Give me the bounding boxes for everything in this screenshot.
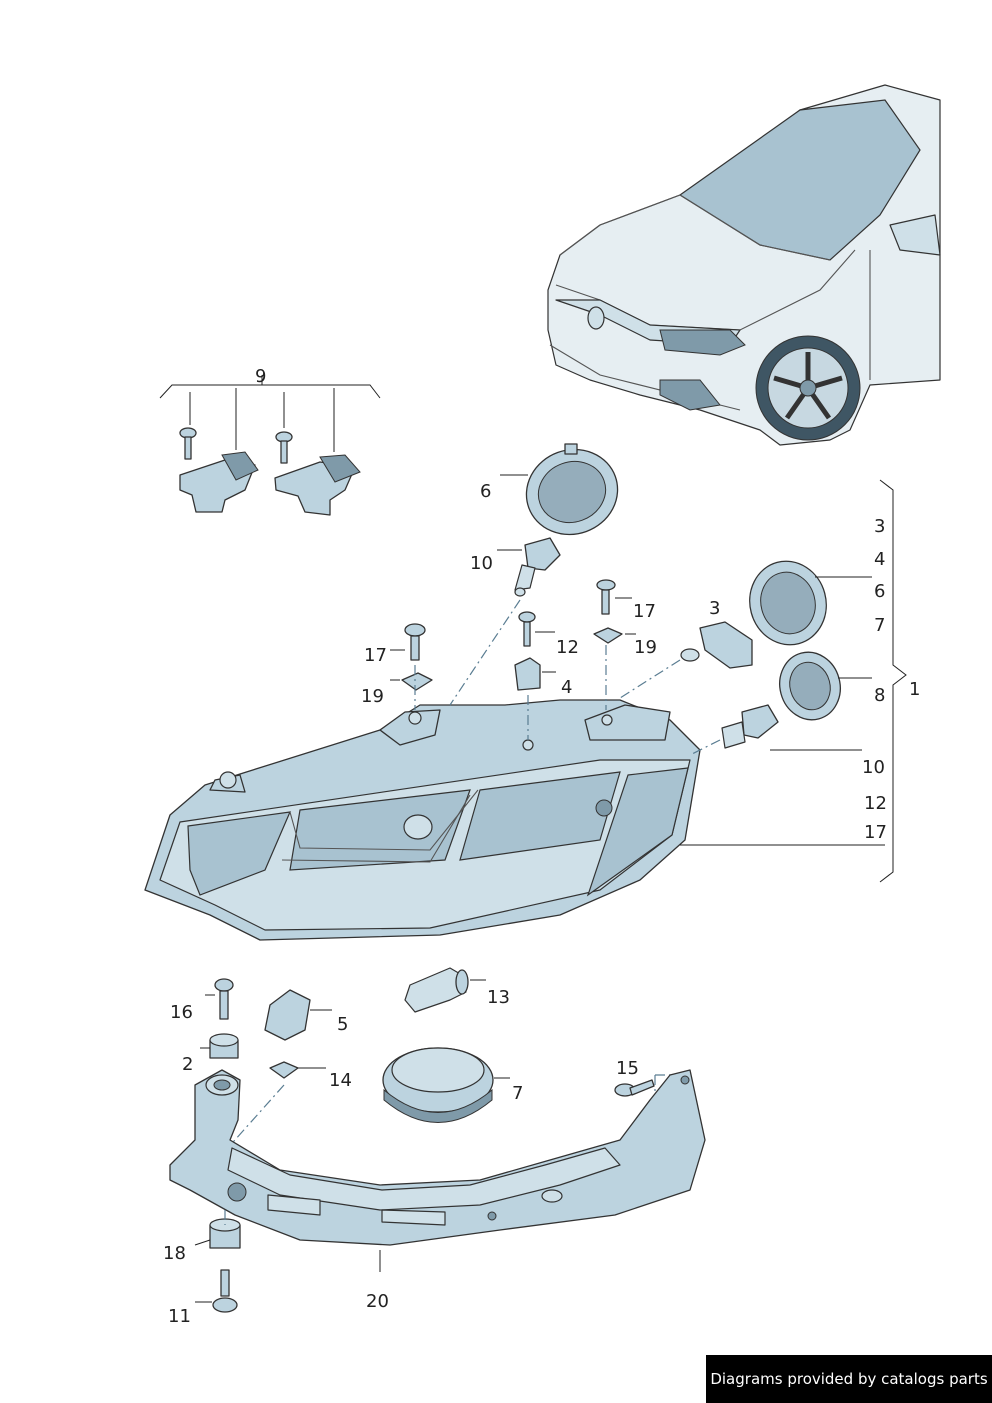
callout-4-list: 4	[874, 549, 885, 570]
mounting-bracket-20	[169, 1069, 706, 1246]
retaining-ring-7	[382, 1047, 494, 1123]
headlight-housing	[144, 699, 701, 941]
callout-12-top: 12	[556, 637, 579, 658]
callout-7-ring: 7	[512, 1083, 523, 1104]
clip-5	[264, 989, 311, 1041]
callout-7-list: 7	[874, 615, 885, 636]
callout-5: 5	[337, 1014, 348, 1035]
clip-nut-14	[269, 1061, 299, 1079]
bulb-h7-right	[721, 704, 779, 749]
callout-6-list: 6	[874, 581, 885, 602]
car-front-illustration	[547, 84, 941, 446]
callout-10-list: 10	[862, 757, 885, 778]
nut-18	[209, 1218, 241, 1249]
cover-cap-right-8	[779, 651, 841, 721]
callout-2: 2	[182, 1054, 193, 1075]
callout-19-right: 19	[634, 637, 657, 658]
callout-12-list: 12	[864, 793, 887, 814]
bulb-13	[404, 967, 469, 1013]
callout-3-list: 3	[874, 516, 885, 537]
bulb-h7-top	[514, 537, 561, 597]
leader-lines	[194, 474, 907, 1303]
provider-footer: Diagrams provided by catalogs parts	[706, 1355, 992, 1403]
screw-12	[518, 611, 536, 647]
callout-13: 13	[487, 987, 510, 1008]
callout-16: 16	[170, 1002, 193, 1023]
cover-cap-top	[525, 443, 619, 536]
screw-15	[614, 1079, 655, 1097]
callout-17-list: 17	[864, 822, 887, 843]
callout-1: 1	[909, 679, 920, 700]
callout-4-top: 4	[561, 677, 572, 698]
grommet-2	[209, 1033, 239, 1059]
cover-cap-right-6	[749, 560, 827, 646]
callout-3-bulb: 3	[709, 598, 720, 619]
callout-20: 20	[366, 1291, 389, 1312]
bolt-11	[212, 1269, 238, 1313]
callout-labels: 9 6 10 17 19 12 4 17 19 3 3 4 6 7 1 8 10…	[163, 366, 920, 1327]
screw-17-left	[404, 623, 426, 661]
adjuster-4	[514, 657, 541, 691]
callout-9: 9	[255, 366, 266, 387]
callout-14: 14	[329, 1070, 352, 1091]
callout-10-top: 10	[470, 553, 493, 574]
callout-15: 15	[616, 1058, 639, 1079]
callout-19-left: 19	[361, 686, 384, 707]
bulb-holder-3	[680, 621, 753, 669]
callout-18: 18	[163, 1243, 186, 1264]
callout-17-right: 17	[633, 601, 656, 622]
screw-17-right	[596, 579, 616, 615]
screw-16	[214, 978, 234, 1020]
clip-nut-19-right	[593, 627, 623, 644]
callout-11: 11	[168, 1306, 191, 1327]
mounting-kit-9	[159, 375, 381, 516]
callout-8: 8	[874, 685, 885, 706]
callout-17-left: 17	[364, 645, 387, 666]
callout-6-top: 6	[480, 481, 491, 502]
clip-nut-19-left	[401, 672, 433, 691]
